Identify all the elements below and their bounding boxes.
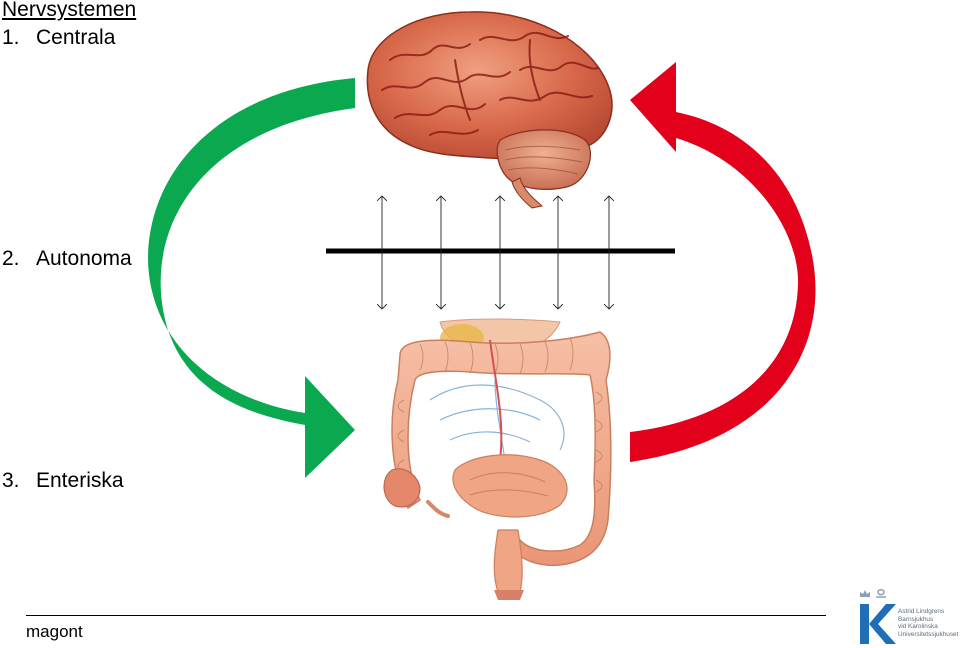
crown-icon [856,586,896,600]
intestine-illustration [384,319,611,600]
brain-illustration [367,12,612,208]
red-curved-arrow [630,62,816,462]
logo-text: Astrid Lindgrens Barnsjukhus vid Karolin… [898,608,958,638]
footer-divider [26,615,826,616]
green-curved-arrow [148,78,355,478]
footer-text: magont [26,622,83,642]
logo-k-icon [856,602,896,646]
hospital-logo: Astrid Lindgrens Barnsjukhus vid Karolin… [852,586,960,648]
